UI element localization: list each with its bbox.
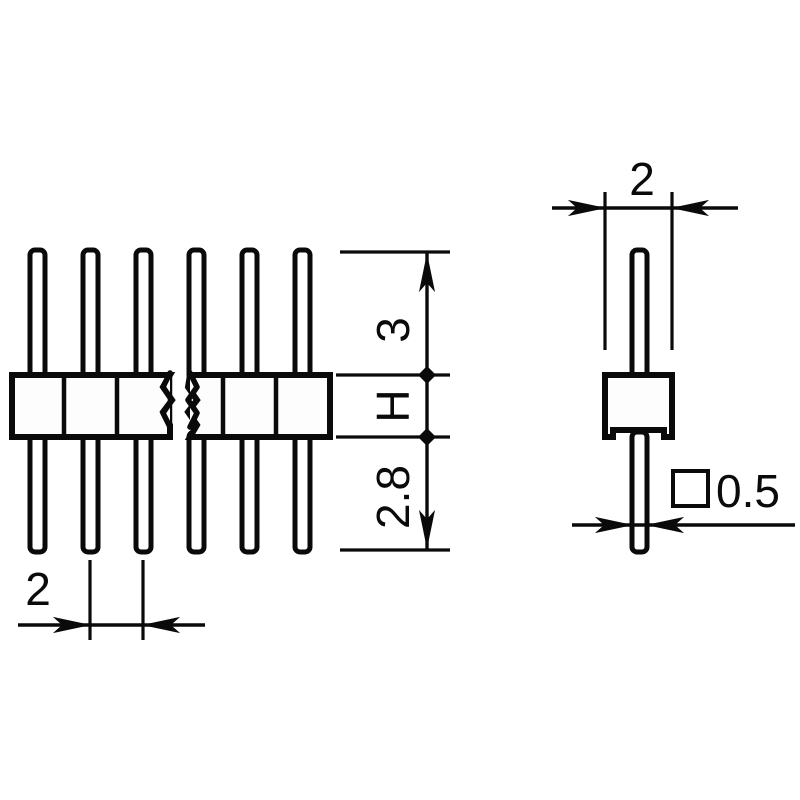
break-curve-left (160, 370, 175, 430)
front-view-pins-lower (27, 429, 313, 555)
pin-3-lower (133, 429, 154, 555)
dimension-label-2-8: 2.8 (367, 465, 419, 529)
width-arrowhead-left (567, 199, 604, 217)
body-right-segment (184, 372, 333, 440)
dim-tick-body-top (418, 366, 436, 384)
side-view-width-dimension: 2 (552, 153, 738, 350)
width-arrowhead-right (673, 199, 710, 217)
pin-6-lower (292, 429, 313, 555)
pin-1-lower (27, 429, 48, 555)
side-pin-upper (629, 247, 650, 383)
break-curve-right (185, 370, 200, 430)
dimension-label-3: 3 (367, 317, 419, 343)
dimension-label-h: H (367, 389, 419, 422)
pitch-arrowhead-left (52, 616, 89, 634)
pin-3-upper (133, 247, 154, 383)
arrowhead-down (418, 509, 436, 547)
pin-2-upper (80, 247, 101, 383)
dimension-label-0-5: 0.5 (716, 465, 780, 517)
front-view-vertical-dimensions: 3 H 2.8 (336, 250, 450, 552)
pin-5-upper (239, 247, 260, 383)
break-symbol-icon (160, 370, 200, 430)
front-view-pins-upper (27, 247, 313, 383)
square-symbol-icon (671, 469, 710, 508)
pin-5-lower (239, 429, 260, 555)
pin-2-lower (80, 429, 101, 555)
arrowhead-up (418, 255, 436, 293)
pitch-arrowhead-right (144, 616, 181, 634)
dimension-label-pitch: 2 (25, 563, 51, 615)
side-body (602, 372, 675, 440)
square-arrowhead-left (594, 516, 631, 534)
square-arrowhead-right (648, 516, 685, 534)
side-pin-lower (629, 429, 650, 555)
pin-1-upper (27, 247, 48, 383)
pin-4-upper (186, 247, 207, 383)
body-left-segment (9, 372, 176, 440)
front-view: 3 H 2.8 2 (9, 247, 450, 640)
pin-4-lower (186, 429, 207, 555)
side-view: 2 0.5 (552, 153, 795, 555)
pin-6-upper (292, 247, 313, 383)
dim-tick-body-bottom (418, 428, 436, 446)
dimension-label-body-width: 2 (629, 153, 655, 205)
side-view-pin-square-dimension: 0.5 (572, 465, 795, 534)
front-view-pitch-dimension: 2 (18, 560, 205, 640)
